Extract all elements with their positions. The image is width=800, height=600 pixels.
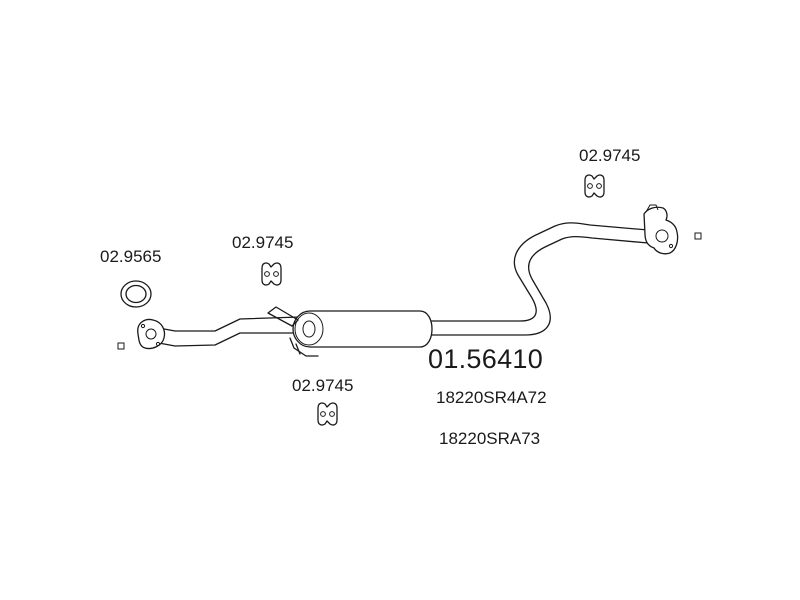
rubber-hanger-right — [584, 174, 605, 198]
main-part-number: 01.56410 — [428, 344, 544, 374]
oem-number-2: 18220SRA73 — [439, 429, 541, 448]
inlet-end-marker — [117, 342, 125, 350]
muffler-hanger-wire — [267, 306, 319, 357]
front-pipe — [147, 316, 301, 347]
muffler — [292, 310, 433, 348]
oem-number-1: 18220SR4A72 — [436, 388, 547, 407]
label-hanger-bottom: 02.9745 — [292, 376, 354, 395]
rubber-hanger-bottom — [317, 402, 338, 426]
outlet-flange — [643, 204, 679, 255]
label-hanger-left: 02.9745 — [232, 233, 294, 252]
label-clamp-ring: 02.9565 — [100, 247, 162, 266]
label-hanger-right: 02.9745 — [579, 146, 641, 165]
tail-pipe — [431, 222, 649, 336]
inlet-flange — [137, 318, 166, 350]
outlet-end-marker — [694, 232, 702, 240]
rubber-hanger-left — [261, 262, 282, 286]
clamp-ring-part — [120, 280, 152, 308]
